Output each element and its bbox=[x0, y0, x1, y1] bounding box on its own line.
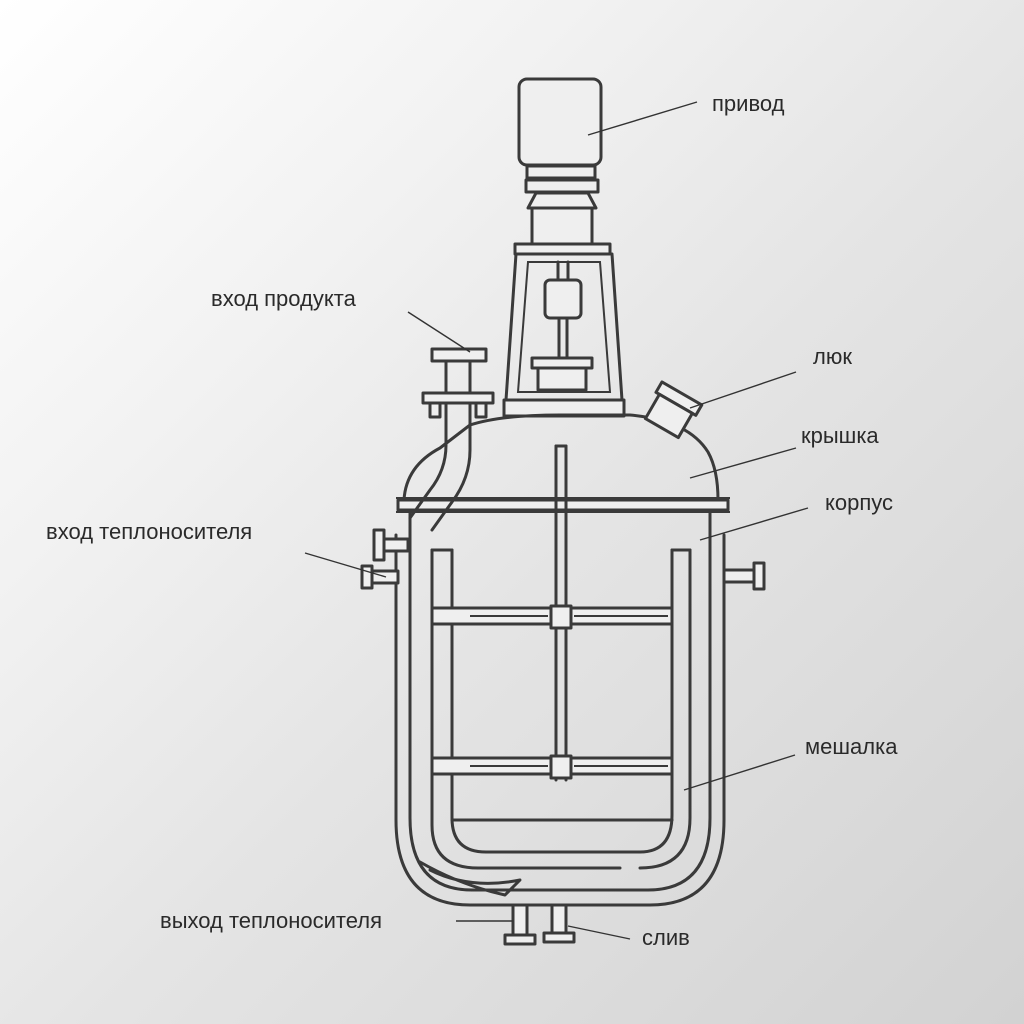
product-inlet-pipe bbox=[408, 347, 495, 532]
drain-flange bbox=[542, 931, 576, 944]
gearbox-top bbox=[526, 191, 598, 210]
pipe-left bbox=[408, 359, 448, 520]
label-product-inlet: вход продукта bbox=[211, 286, 357, 311]
gearbox bbox=[530, 206, 594, 246]
drain-pipe bbox=[550, 903, 568, 935]
bottom-nozzles bbox=[503, 903, 576, 946]
drive bbox=[513, 77, 612, 256]
pipe-right bbox=[430, 359, 472, 532]
hatch-neck bbox=[643, 392, 694, 440]
motor bbox=[517, 77, 603, 167]
lid-outline bbox=[402, 413, 720, 502]
label-body: корпус bbox=[825, 490, 893, 515]
coolant-outlet-flange bbox=[503, 933, 537, 946]
agitator bbox=[430, 444, 674, 782]
agitator-hub-lower bbox=[549, 754, 573, 780]
inner-jacket bbox=[418, 548, 692, 897]
label-hatch: люк bbox=[813, 344, 852, 369]
label-agitator: мешалка bbox=[805, 734, 898, 759]
labels: привод вход продукта люк крышка корпус в… bbox=[46, 91, 898, 950]
right-nozzle bbox=[722, 561, 766, 591]
motor-flange bbox=[525, 164, 597, 180]
label-drain: слив bbox=[642, 925, 690, 950]
label-drive: привод bbox=[712, 91, 785, 116]
pipe-support-flange bbox=[421, 391, 495, 405]
leader-lines bbox=[304, 101, 809, 940]
jacket-channel-right-inner bbox=[638, 548, 674, 854]
coolant-outlet-pipe bbox=[511, 903, 529, 937]
product-inlet-flange bbox=[430, 347, 488, 363]
hatch bbox=[643, 380, 704, 440]
shaft-seal bbox=[536, 366, 588, 392]
agitator-hub-upper bbox=[549, 604, 573, 630]
jacket-channel-right bbox=[638, 548, 692, 870]
coolant-inlet-nozzle bbox=[360, 528, 410, 590]
label-coolant-outlet: выход теплоносителя bbox=[160, 908, 382, 933]
label-coolant-inlet: вход теплоносителя bbox=[46, 519, 252, 544]
jacket-outer bbox=[394, 533, 726, 907]
label-lid: крышка bbox=[801, 423, 879, 448]
drive-plate bbox=[513, 242, 612, 256]
jacket-channel-left bbox=[430, 548, 622, 870]
vessel-shell bbox=[394, 413, 730, 907]
vessel-wall bbox=[408, 510, 712, 892]
stand-window bbox=[516, 261, 612, 393]
drive-stand bbox=[502, 252, 626, 418]
bearing bbox=[543, 278, 583, 320]
coupling-flange bbox=[524, 178, 600, 194]
body-flange bbox=[396, 498, 730, 512]
outlet-pipe-curve bbox=[418, 860, 522, 897]
jacket-channel-left-inner bbox=[450, 548, 642, 854]
